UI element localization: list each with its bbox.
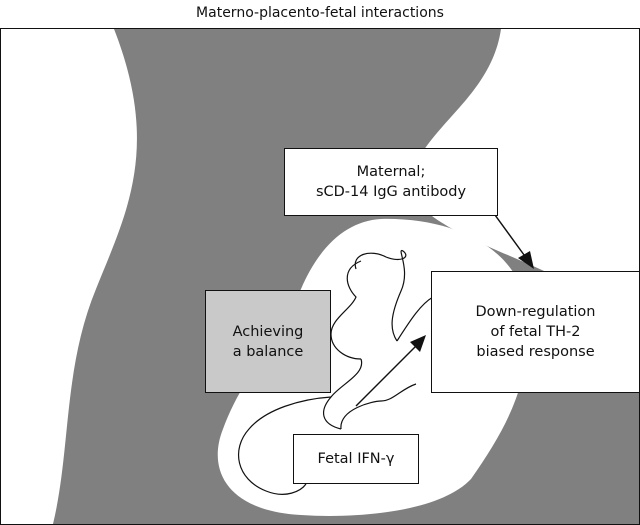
fetal-ifn-label: Fetal IFN-γ (317, 451, 395, 467)
downregulation-box-line2: of fetal TH-2 (490, 324, 581, 340)
diagram-title: Materno-placento-fetal interactions (196, 5, 444, 21)
diagram-frame: Maternal; sCD-14 IgG antibody Down-regul… (0, 28, 640, 525)
downregulation-box: Down-regulation of fetal TH-2 biased res… (431, 271, 639, 393)
fetal-ifn-box: Fetal IFN-γ (293, 434, 419, 484)
maternal-box-line1: Maternal; (356, 164, 426, 180)
balance-box-line2: a balance (232, 343, 304, 360)
downregulation-box-line1: Down-regulation (475, 304, 596, 320)
fetus-outline (237, 250, 434, 495)
achieving-balance-box: Achieving a balance (205, 290, 331, 393)
balance-box-line1: Achieving (232, 323, 304, 340)
maternal-antibody-box: Maternal; sCD-14 IgG antibody (284, 148, 498, 216)
downregulation-box-line3: biased response (476, 344, 595, 360)
arrow-ifn-to-downregulation (355, 335, 426, 407)
maternal-box-line2: sCD-14 IgG antibody (315, 184, 467, 200)
